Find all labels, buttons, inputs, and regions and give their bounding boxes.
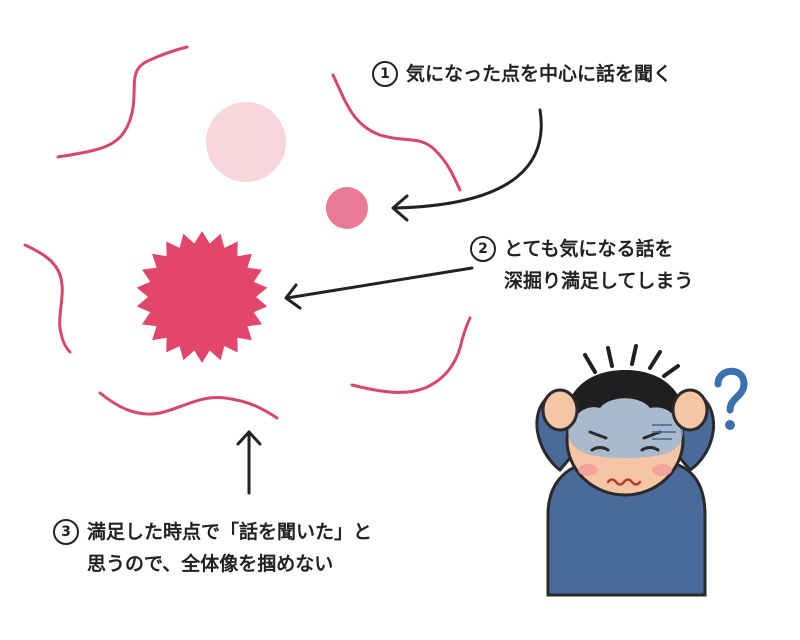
note-1-text: 気になった点を中心に話を聞く [406, 63, 673, 85]
arrow-1-curve [393, 108, 543, 210]
note-3-line-2: 思うので、全体像を掴めない [87, 553, 334, 575]
step-number-3: 3 [53, 519, 79, 545]
right-cheek [652, 464, 672, 476]
arrow-3-head [236, 430, 262, 446]
curve-top-left [56, 45, 189, 159]
left-hand [541, 388, 579, 432]
gloom-lines [652, 424, 676, 440]
right-hand [671, 388, 709, 432]
arrow-2-line [285, 266, 474, 300]
large-light-circle [206, 102, 286, 182]
curve-left [23, 243, 72, 354]
curve-right [350, 316, 472, 394]
note-2: 2 とても気になる話を 深掘り満足してしまう [470, 233, 693, 297]
left-cheek [578, 464, 598, 476]
curve-bottom [98, 391, 279, 420]
arrows [236, 108, 543, 495]
arrow-2-head [284, 283, 302, 310]
question-mark-icon [714, 367, 748, 430]
curve-top-right [331, 73, 462, 192]
note-1: 1 気になった点を中心に話を聞く [372, 58, 672, 90]
note-2-line-2: 深掘り満足してしまう [504, 270, 694, 292]
eyes [590, 446, 660, 452]
note-3: 3 満足した時点で「話を聞いた」と 思うので、全体像を掴めない [53, 516, 372, 580]
wavy-mouth [606, 478, 642, 486]
worried-person-illustration [535, 344, 715, 597]
hair-spikes [583, 344, 680, 378]
step-number-1: 1 [372, 61, 398, 87]
decorative-curves [23, 45, 472, 420]
starburst-shape [136, 231, 268, 363]
step-number-2: 2 [470, 236, 496, 262]
note-3-line-1: 満足した時点で「話を聞いた」と [87, 521, 373, 543]
note-2-line-1: とても気になる話を [504, 238, 674, 260]
hair [565, 370, 685, 432]
arrow-1-head [391, 194, 409, 222]
small-pink-circle [326, 187, 368, 229]
